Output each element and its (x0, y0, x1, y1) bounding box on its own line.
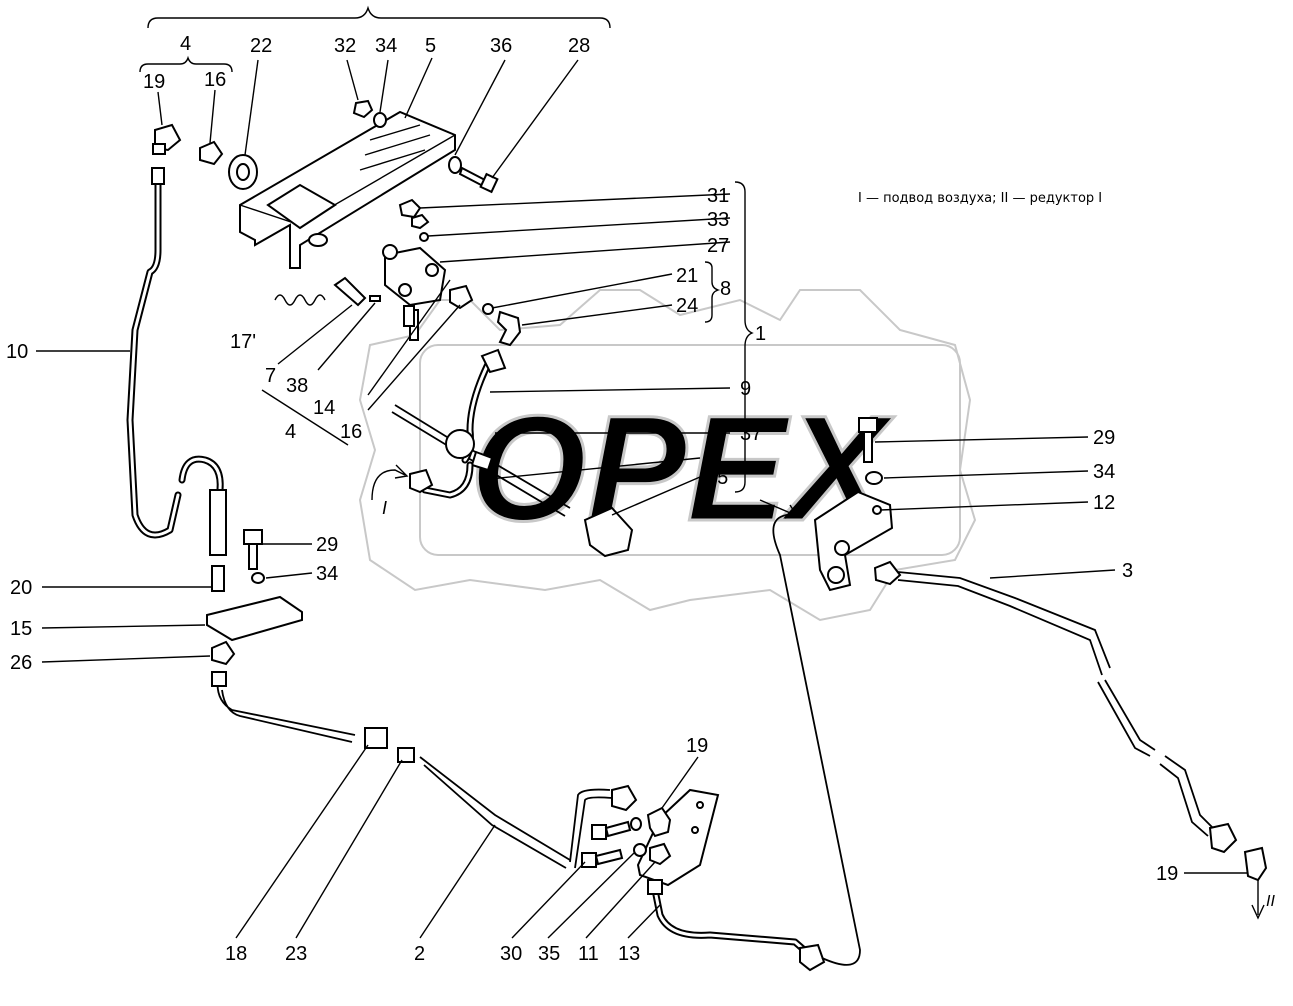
label-15: 15 (10, 618, 32, 640)
label-34-top: 34 (375, 35, 397, 57)
washer-35 (630, 817, 642, 831)
elbow-19-top (152, 123, 182, 155)
label-26: 26 (10, 652, 32, 674)
washer-21 (482, 303, 494, 315)
bracket-lower (636, 788, 720, 887)
label-16-bottom: 16 (340, 421, 362, 443)
nut-11 (649, 842, 672, 866)
washer-34-left (251, 572, 265, 584)
nut-31b (411, 213, 430, 230)
filter-assembly (391, 348, 634, 558)
label-2: 2 (414, 943, 425, 965)
label-group-4-bottom: 4 (285, 421, 296, 443)
label-12: 12 (1093, 492, 1115, 514)
flow-arrow-left (371, 464, 409, 501)
label-37: 37 (740, 423, 762, 445)
label-34-left: 34 (316, 563, 338, 585)
label-25: 25 (706, 467, 728, 489)
leader-lines (36, 57, 1248, 939)
label-33: 33 (707, 209, 729, 231)
bolt-29-left (243, 529, 263, 570)
flow-mark-outlet: II (1266, 893, 1275, 910)
pipe-2 (211, 671, 638, 869)
small-brace-4 (139, 55, 233, 73)
label-5: 5 (425, 35, 436, 57)
label-29-left: 29 (316, 534, 338, 556)
label-10: 10 (6, 341, 28, 363)
label-13: 13 (618, 943, 640, 965)
label-16-top: 16 (204, 69, 226, 91)
spring-17 (274, 294, 326, 306)
label-3: 3 (1122, 560, 1133, 582)
hose-13 (647, 879, 826, 972)
label-group-8: 8 (720, 278, 731, 300)
watermark-frame (419, 344, 961, 556)
label-9: 9 (740, 378, 751, 400)
label-11: 11 (578, 943, 599, 965)
label-36: 36 (490, 35, 512, 57)
fitting-16b (449, 284, 474, 310)
top-brace (147, 5, 611, 29)
label-17: 17' (230, 331, 256, 353)
label-14: 14 (313, 397, 335, 419)
label-6: 6 (706, 448, 717, 470)
watermark-gear (358, 289, 977, 622)
label-22: 22 (250, 35, 272, 57)
label-27: 27 (707, 235, 729, 257)
label-31: 31 (707, 185, 729, 207)
caption: I — подвод воздуха; II — редуктор I (858, 191, 1102, 206)
label-38: 38 (286, 375, 308, 397)
label-32: 32 (334, 35, 356, 57)
bolt-30 (581, 820, 632, 868)
flow-arrow-down (1251, 880, 1265, 920)
brace-1 (734, 181, 754, 493)
flow-mark-inlet: I (382, 498, 387, 518)
hose-10 (126, 167, 227, 556)
elbow-24 (496, 310, 522, 347)
washer-36 (448, 156, 462, 174)
pipe-3 (873, 560, 1268, 882)
label-18: 18 (225, 943, 247, 965)
label-group-4-top: 4 (180, 33, 191, 55)
washer-34 (373, 112, 387, 128)
bolt-28 (458, 166, 499, 194)
nut-32 (352, 99, 374, 119)
brace-8 (704, 261, 721, 323)
nut-26 (211, 640, 236, 666)
pin-38 (369, 295, 381, 302)
label-30: 30 (500, 943, 522, 965)
label-19-lower: 19 (686, 735, 708, 757)
bolt-29-right (858, 417, 878, 463)
label-21: 21 (676, 265, 698, 287)
label-35: 35 (538, 943, 560, 965)
pipe-long (772, 513, 861, 966)
lever-7 (333, 276, 367, 307)
washer-22 (228, 154, 258, 190)
fitting-20 (211, 565, 225, 592)
label-7: 7 (265, 365, 276, 387)
flow-arrow-right (759, 499, 799, 519)
washer-35b (633, 843, 647, 857)
label-24: 24 (676, 295, 698, 317)
washer-34-right (865, 471, 883, 485)
label-34-right: 34 (1093, 461, 1115, 483)
label-28: 28 (568, 35, 590, 57)
label-23: 23 (285, 943, 307, 965)
valve-body (382, 244, 447, 341)
label-19-right: 19 (1156, 863, 1178, 885)
nut-16 (199, 140, 224, 166)
nut-31 (398, 198, 422, 219)
label-19-top: 19 (143, 71, 165, 93)
washer-33 (419, 232, 429, 242)
label-20: 20 (10, 577, 32, 599)
label-group-1: 1 (755, 323, 766, 345)
bracket-15 (206, 595, 303, 642)
label-29-right: 29 (1093, 427, 1115, 449)
bracket-5 (239, 110, 456, 269)
bracket-12 (813, 490, 894, 592)
